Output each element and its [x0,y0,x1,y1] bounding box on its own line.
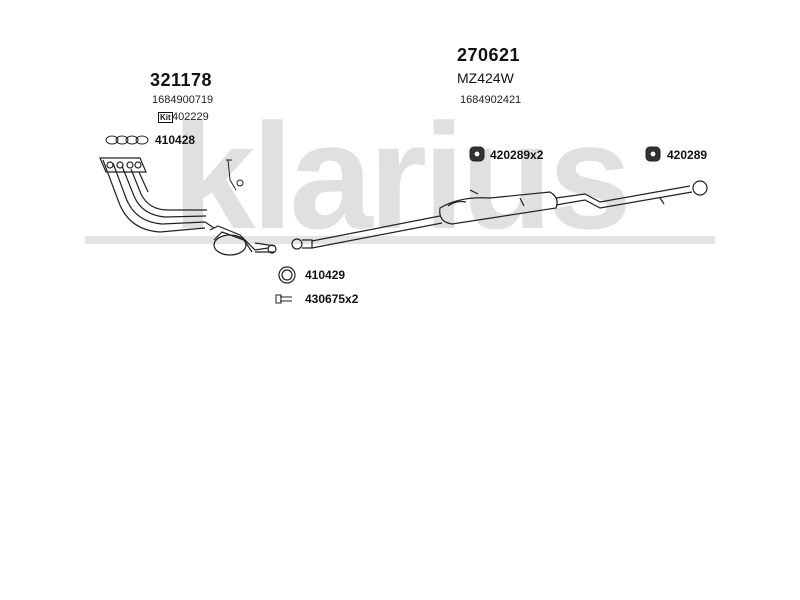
bracket-icon [226,159,244,191]
kit-number: 402229 [172,111,209,123]
front-oe-number: 1684900719 [152,94,214,106]
kit-badge: Kit [158,112,173,123]
bolt-icon [275,294,292,304]
rubber-mount-label-2: 420289 [667,148,708,162]
ring-gasket-icon [278,266,296,284]
rubber-mount-label-1: 420289x2 [490,148,544,162]
rear-model-code: MZ424W [457,70,514,86]
manifold [99,157,207,233]
front-part-number: 321178 [150,70,213,90]
watermark-bar [85,236,715,244]
watermark-brand: klarius [172,92,628,260]
rear-oe-number: 1684902421 [460,94,522,106]
bolt-label: 430675x2 [305,292,359,306]
gasket-icon [105,135,149,145]
gasket-label: 410428 [155,133,196,147]
rubber-mount-icon-1 [469,146,485,162]
rear-section [291,180,708,250]
rubber-mount-icon-2 [645,146,661,162]
rear-part-number: 270621 [457,45,521,65]
ring-gasket-label: 410429 [305,268,346,282]
front-pipe [204,221,277,256]
